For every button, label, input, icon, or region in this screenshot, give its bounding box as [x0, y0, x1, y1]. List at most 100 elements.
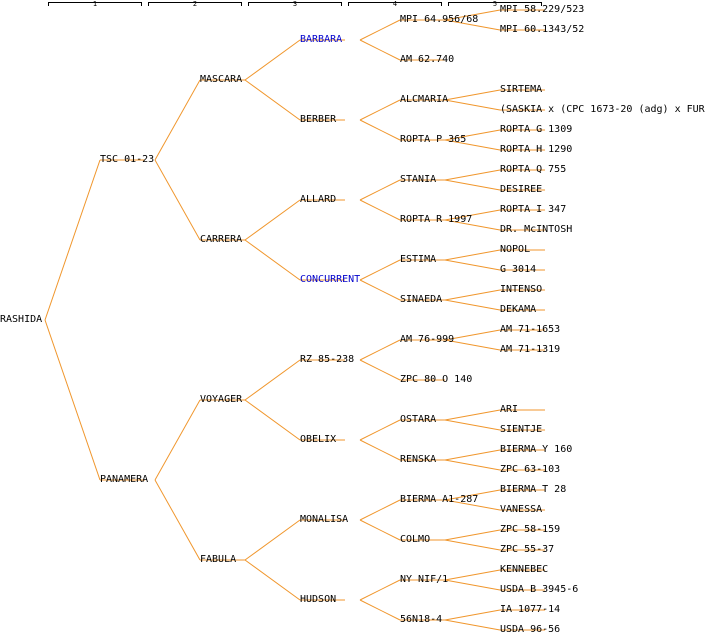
pedigree-node-am-76-999[interactable]: AM 76-999	[400, 334, 455, 345]
branch-berber-ropta-p-365	[359, 119, 401, 141]
pedigree-node-ropta-q-755[interactable]: ROPTA Q 755	[500, 164, 567, 175]
pedigree-node-obelix[interactable]: OBELIX	[300, 434, 337, 445]
pedigree-node-nopol[interactable]: NOPOL	[500, 244, 531, 255]
branch-barbara-am-62-740	[359, 39, 401, 61]
pedigree-node-berber[interactable]: BERBER	[300, 114, 337, 125]
branch-stania-ropta-q-755	[444, 169, 501, 181]
pedigree-node-mascara[interactable]: MASCARA	[200, 74, 243, 85]
branch-stania-desiree	[444, 179, 501, 191]
pedigree-node-dr-mcintosh[interactable]: DR. McINTOSH	[500, 224, 573, 235]
branch-mascara-berber	[244, 79, 301, 121]
pedigree-node-am-62-740[interactable]: AM 62.740	[400, 54, 455, 65]
pedigree-node-estima[interactable]: ESTIMA	[400, 254, 437, 265]
pedigree-node-am-71-1319[interactable]: AM 71-1319	[500, 344, 561, 355]
branch-obelix-renska	[359, 439, 401, 461]
generation-number: 1	[92, 0, 98, 8]
pedigree-node-ropta-g-1309[interactable]: ROPTA G 1309	[500, 124, 573, 135]
pedigree-node-desiree[interactable]: DESIREE	[500, 184, 543, 195]
pedigree-node-barbara[interactable]: BARBARA	[300, 34, 343, 45]
branch-renska-zpc-63-103	[444, 459, 501, 471]
pedigree-node-mpi-60-1343-52[interactable]: MPI 60.1343/52	[500, 24, 585, 35]
branch-carrera-concurrent	[244, 239, 301, 281]
pedigree-node-concurrent[interactable]: CONCURRENT	[300, 274, 361, 285]
pedigree-node-ropta-p-365[interactable]: ROPTA P 365	[400, 134, 467, 145]
pedigree-node-alcmaria[interactable]: ALCMARIA	[400, 94, 449, 105]
pedigree-node-ari[interactable]: ARI	[500, 404, 519, 415]
pedigree-node-saskia-x-cpc-1673-20-adg-x-fur[interactable]: (SASKIA x (CPC 1673-20 (adg) x FUR	[500, 104, 705, 115]
branch-am-76-999-am-71-1653	[444, 329, 501, 341]
pedigree-node-ostara[interactable]: OSTARA	[400, 414, 437, 425]
branch-ny-nif-1-usda-b-3945-6	[444, 579, 501, 591]
branch-hudson-56n18-4	[359, 599, 401, 621]
pedigree-node-sinaeda[interactable]: SINAEDA	[400, 294, 443, 305]
branch-ny-nif-1-kennebec	[444, 569, 501, 581]
branch-56n18-4-ia-1077-14	[444, 609, 501, 621]
branch-estima-g-3014	[444, 259, 501, 271]
pedigree-node-stania[interactable]: STANIA	[400, 174, 437, 185]
pedigree-node-usda-96-56[interactable]: USDA 96-56	[500, 624, 561, 635]
branch-berber-alcmaria	[359, 99, 401, 121]
pedigree-node-hudson[interactable]: HUDSON	[300, 594, 337, 605]
pedigree-node-zpc-63-103[interactable]: ZPC 63-103	[500, 464, 561, 475]
pedigree-node-ny-nif-1[interactable]: NY NIF/1	[400, 574, 449, 585]
pedigree-node-bierma-y-160[interactable]: BIERMA Y 160	[500, 444, 573, 455]
branch-fabula-hudson	[244, 559, 301, 601]
pedigree-node-g-3014[interactable]: G 3014	[500, 264, 537, 275]
pedigree-node-bierma-t-28[interactable]: BIERMA T 28	[500, 484, 567, 495]
generation-number: 5	[492, 0, 498, 8]
pedigree-node-ropta-r-1997[interactable]: ROPTA R 1997	[400, 214, 473, 225]
pedigree-node-usda-b-3945-6[interactable]: USDA B 3945-6	[500, 584, 579, 595]
pedigree-node-ropta-i-347[interactable]: ROPTA I 347	[500, 204, 567, 215]
pedigree-node-voyager[interactable]: VOYAGER	[200, 394, 243, 405]
pedigree-node-bierma-a1-287[interactable]: BIERMA A1-287	[400, 494, 479, 505]
pedigree-node-renska[interactable]: RENSKA	[400, 454, 437, 465]
branch-alcmaria-saskia-x-cpc-1673-20-adg-x-fur	[444, 99, 501, 111]
pedigree-node-dekama[interactable]: DEKAMA	[500, 304, 537, 315]
branch-allard-stania	[359, 179, 401, 201]
branch-am-76-999-am-71-1319	[444, 339, 501, 351]
pedigree-node-ia-1077-14[interactable]: IA 1077-14	[500, 604, 561, 615]
pedigree-node-mpi-58-229-523[interactable]: MPI 58.229/523	[500, 4, 585, 15]
branch-ropta-p-365-ropta-g-1309	[444, 129, 501, 141]
pedigree-node-intenso[interactable]: INTENSO	[500, 284, 543, 295]
branch-fabula-monalisa	[244, 519, 301, 561]
branch-alcmaria-sirtema	[444, 89, 501, 101]
pedigree-node-ropta-h-1290[interactable]: ROPTA H 1290	[500, 144, 573, 155]
pedigree-node-sientje[interactable]: SIENTJE	[500, 424, 543, 435]
pedigree-node-mpi-64-956-68[interactable]: MPI 64.956/68	[400, 14, 479, 25]
branch-bierma-a1-287-vanessa	[444, 499, 501, 511]
pedigree-node-zpc-80-o-140[interactable]: ZPC 80 O 140	[400, 374, 473, 385]
pedigree-node-fabula[interactable]: FABULA	[200, 554, 237, 565]
pedigree-node-rashida[interactable]: RASHIDA	[0, 314, 43, 325]
branch-colmo-zpc-55-37	[444, 539, 501, 551]
pedigree-node-tsc-01-23[interactable]: TSC 01-23	[100, 154, 155, 165]
pedigree-node-colmo[interactable]: COLMO	[400, 534, 431, 545]
pedigree-node-panamera[interactable]: PANAMERA	[100, 474, 149, 485]
generation-number: 3	[292, 0, 298, 8]
branch-rashida-panamera	[44, 319, 101, 481]
pedigree-node-kennebec[interactable]: KENNEBEC	[500, 564, 549, 575]
pedigree-node-rz-85-238[interactable]: RZ 85-238	[300, 354, 355, 365]
pedigree-node-sirtema[interactable]: SIRTEMA	[500, 84, 543, 95]
pedigree-node-monalisa[interactable]: MONALISA	[300, 514, 349, 525]
branch-renska-bierma-y-160	[444, 449, 501, 461]
branch-monalisa-bierma-a1-287	[359, 499, 401, 521]
branch-ostara-ari	[444, 409, 501, 421]
branch-hudson-ny-nif-1	[359, 579, 401, 601]
branch-ropta-p-365-ropta-h-1290	[444, 139, 501, 151]
branch-ropta-r-1997-ropta-i-347	[444, 209, 501, 221]
pedigree-node-am-71-1653[interactable]: AM 71-1653	[500, 324, 561, 335]
branch-rz-85-238-am-76-999	[359, 339, 401, 361]
pedigree-node-zpc-58-159[interactable]: ZPC 58-159	[500, 524, 561, 535]
pedigree-node-56n18-4[interactable]: 56N18-4	[400, 614, 443, 625]
branch-colmo-zpc-58-159	[444, 529, 501, 541]
pedigree-node-allard[interactable]: ALLARD	[300, 194, 337, 205]
pedigree-node-vanessa[interactable]: VANESSA	[500, 504, 543, 515]
branch-rz-85-238-zpc-80-o-140	[359, 359, 401, 381]
pedigree-node-carrera[interactable]: CARRERA	[200, 234, 243, 245]
pedigree-node-zpc-55-37[interactable]: ZPC 55-37	[500, 544, 555, 555]
branch-ostara-sientje	[444, 419, 501, 431]
branch-voyager-obelix	[244, 399, 301, 441]
branch-allard-ropta-r-1997	[359, 199, 401, 221]
